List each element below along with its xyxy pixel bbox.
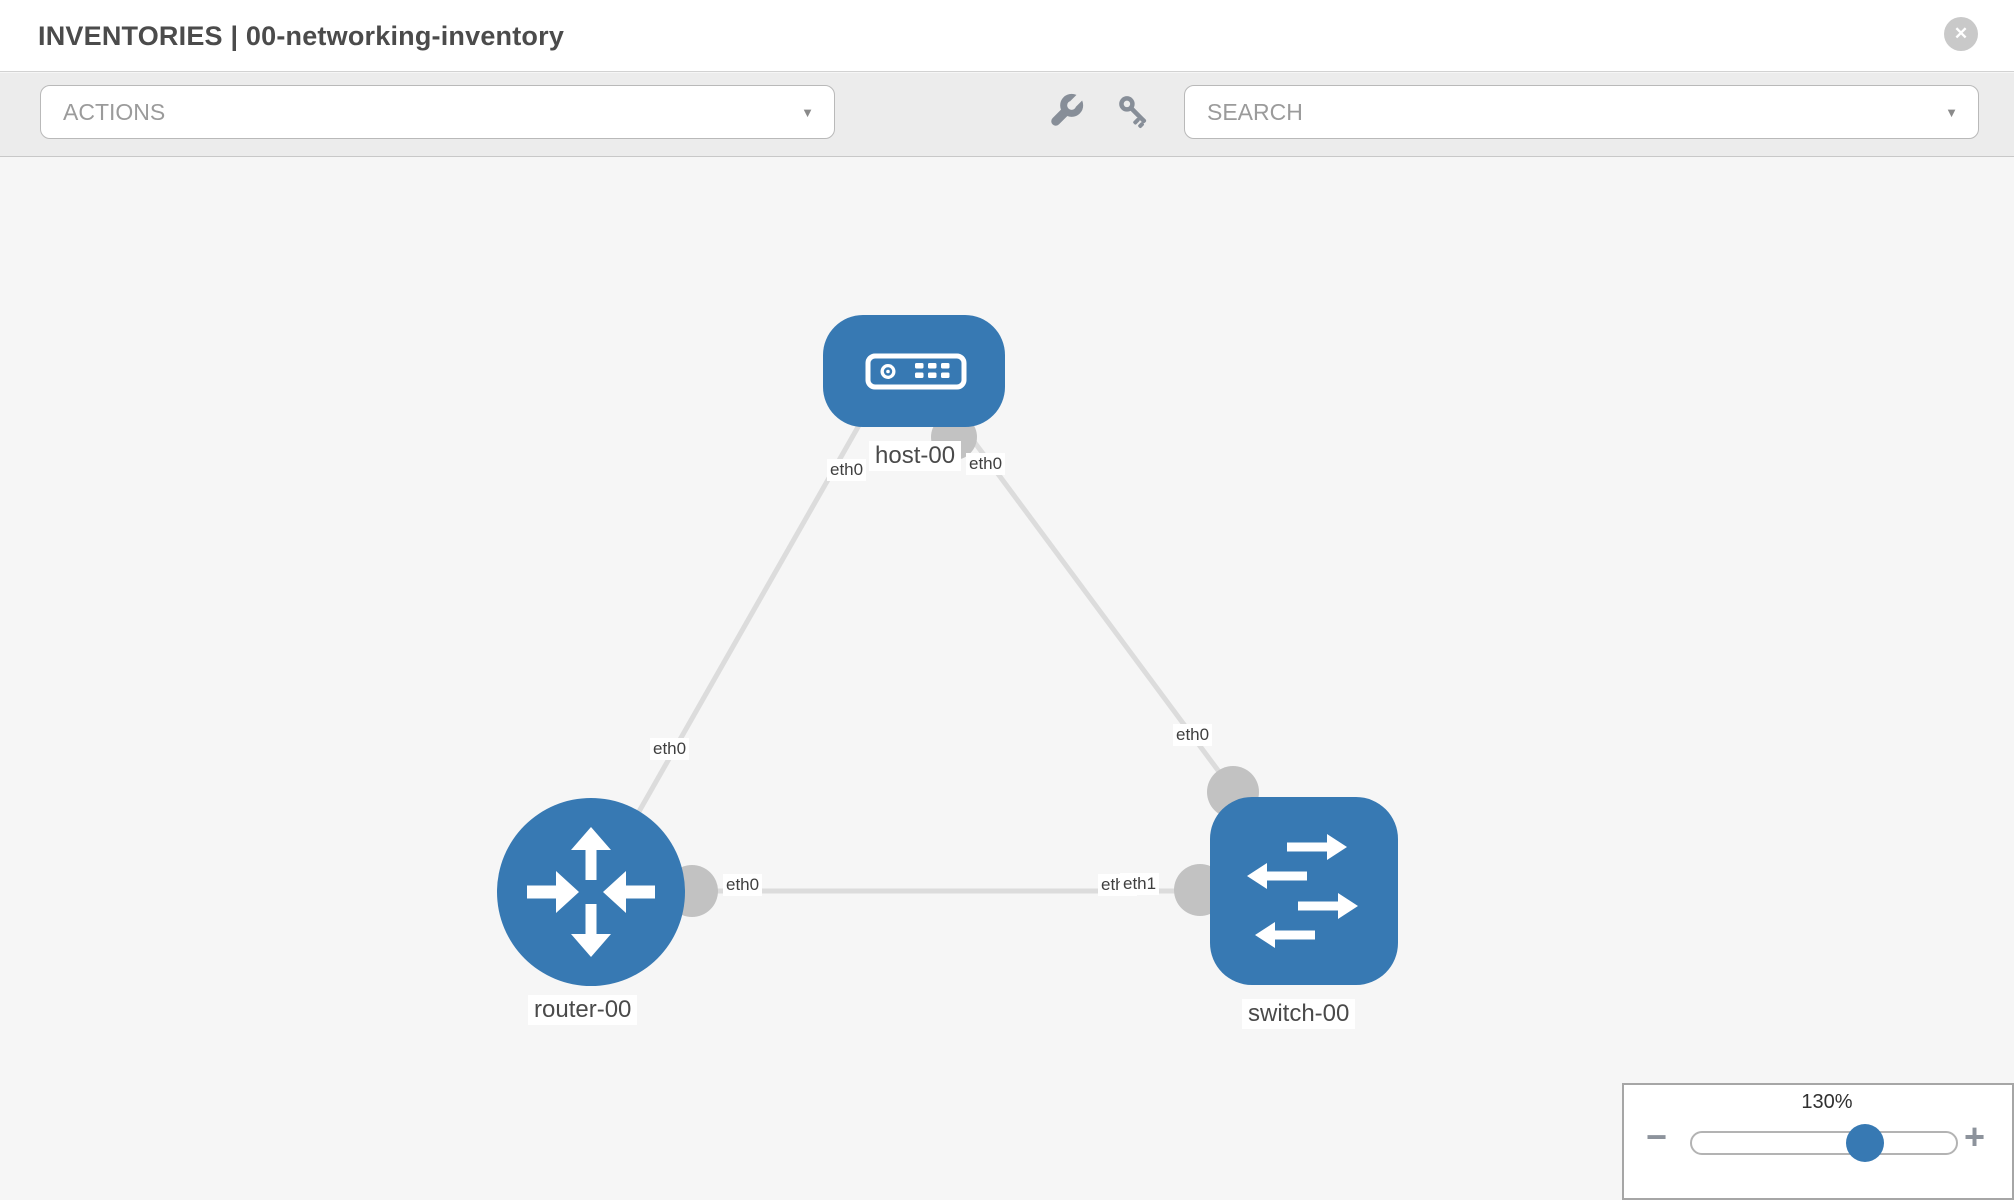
link-host-router[interactable] (597, 418, 865, 882)
switch-arrows-icon (1247, 834, 1358, 948)
zoom-level-value: 130% (1801, 1091, 1853, 1113)
chevron-down-icon: ▼ (1945, 104, 1958, 120)
node-router[interactable] (497, 798, 685, 986)
zoom-control-panel: 130% − + (1622, 1083, 2014, 1200)
node-label-switch: switch-00 (1242, 999, 1356, 1029)
close-icon: ✕ (1953, 24, 1969, 43)
node-switch[interactable] (1210, 797, 1398, 985)
search-dropdown-label: SEARCH (1207, 98, 1303, 125)
node-label-router: router-00 (528, 995, 638, 1025)
zoom-in-button[interactable]: + (1964, 1117, 1985, 1157)
zoom-slider-handle[interactable] (1846, 1124, 1884, 1162)
zoom-slider-track[interactable] (1690, 1131, 1958, 1155)
chevron-down-icon: ▼ (801, 104, 814, 120)
actions-dropdown[interactable]: ACTIONS ▼ (40, 85, 835, 139)
interface-label-switch-left: eth1 (1120, 873, 1160, 895)
interface-label-host-right: eth0 (966, 453, 1006, 475)
configure-button[interactable] (1042, 87, 1090, 135)
credentials-button[interactable] (1110, 87, 1158, 135)
toolbar: ACTIONS ▼ SEARCH ▼ (0, 73, 2014, 157)
interface-label-switch-top: eth0 (1173, 724, 1213, 746)
zoom-out-button[interactable]: − (1646, 1117, 1667, 1157)
actions-dropdown-label: ACTIONS (63, 98, 166, 125)
interface-label-router-top: eth0 (650, 738, 690, 760)
page-header: INVENTORIES | 00-networking-inventory ✕ (0, 0, 2014, 72)
page-title: INVENTORIES | 00-networking-inventory (38, 21, 565, 51)
node-label-host: host-00 (869, 441, 962, 471)
minus-icon: − (1646, 1116, 1668, 1157)
key-icon (1119, 96, 1147, 129)
search-dropdown[interactable]: SEARCH ▼ (1184, 85, 1979, 139)
router-arrows-icon (527, 827, 655, 957)
interface-label-router-right: eth0 (723, 874, 763, 896)
interface-label-host-left: eth0 (827, 459, 867, 481)
host-server-icon (865, 353, 967, 390)
close-button[interactable]: ✕ (1944, 17, 1978, 51)
wrench-icon (1051, 93, 1084, 126)
plus-icon: + (1964, 1116, 1986, 1157)
node-host[interactable] (823, 315, 1005, 427)
